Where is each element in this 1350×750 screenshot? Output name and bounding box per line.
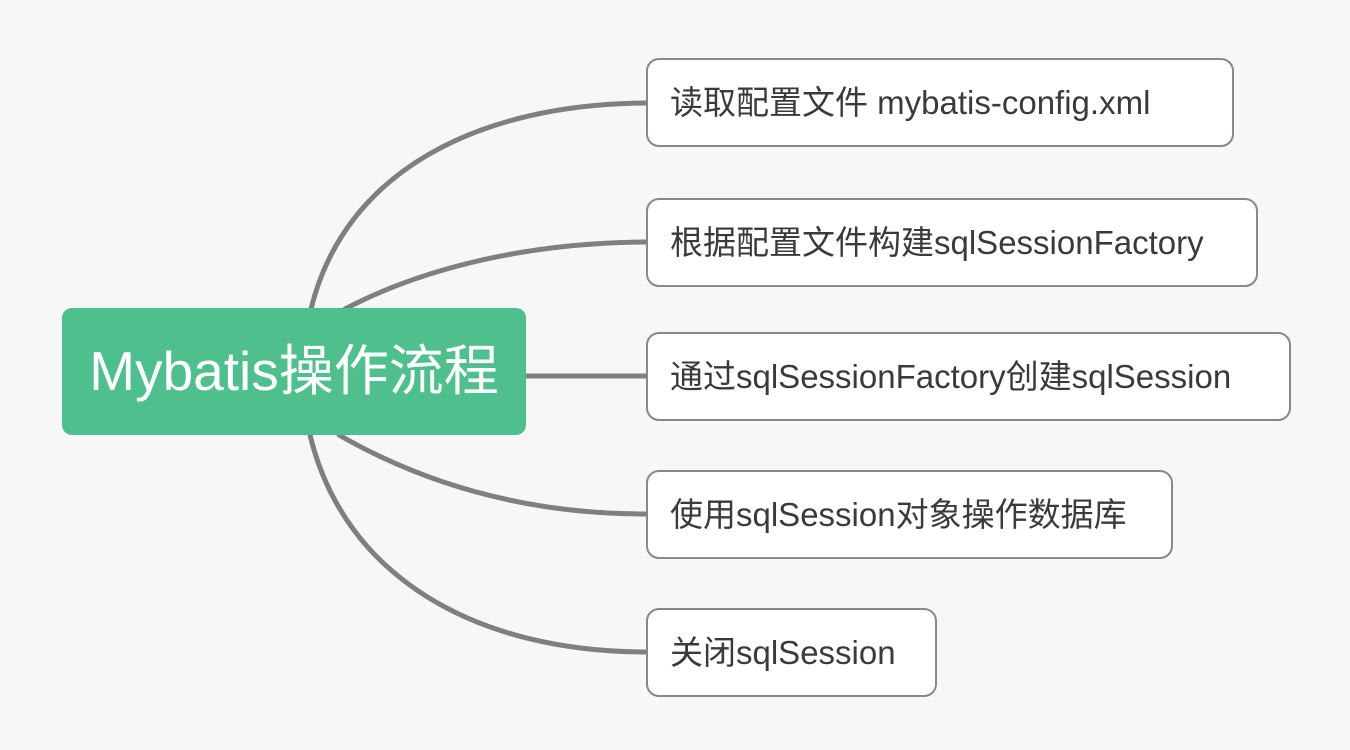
mindmap-node-3-label: 通过sqlSessionFactory创建sqlSession <box>670 357 1232 395</box>
root-node[interactable]: Mybatis操作流程 <box>62 308 526 435</box>
mindmap-node-5-label: 关闭sqlSession <box>670 633 896 671</box>
connector-to-node-4 <box>336 432 649 517</box>
connector-to-node-1 <box>308 100 649 312</box>
mindmap-node-1[interactable]: 读取配置文件 mybatis-config.xml <box>646 58 1234 147</box>
mindmap-node-4-label: 使用sqlSession对象操作数据库 <box>670 495 1127 533</box>
mindmap-node-1-label: 读取配置文件 mybatis-config.xml <box>670 83 1151 121</box>
mindmap-node-4[interactable]: 使用sqlSession对象操作数据库 <box>646 470 1173 559</box>
mindmap-node-5[interactable]: 关闭sqlSession <box>646 608 937 697</box>
connector-to-node-2 <box>342 239 649 312</box>
mindmap-node-2-label: 根据配置文件构建sqlSessionFactory <box>670 223 1204 261</box>
mindmap-node-3[interactable]: 通过sqlSessionFactory创建sqlSession <box>646 332 1291 421</box>
mindmap-node-2[interactable]: 根据配置文件构建sqlSessionFactory <box>646 198 1258 287</box>
root-node-label: Mybatis操作流程 <box>89 339 499 402</box>
connector-to-node-5 <box>307 432 649 655</box>
